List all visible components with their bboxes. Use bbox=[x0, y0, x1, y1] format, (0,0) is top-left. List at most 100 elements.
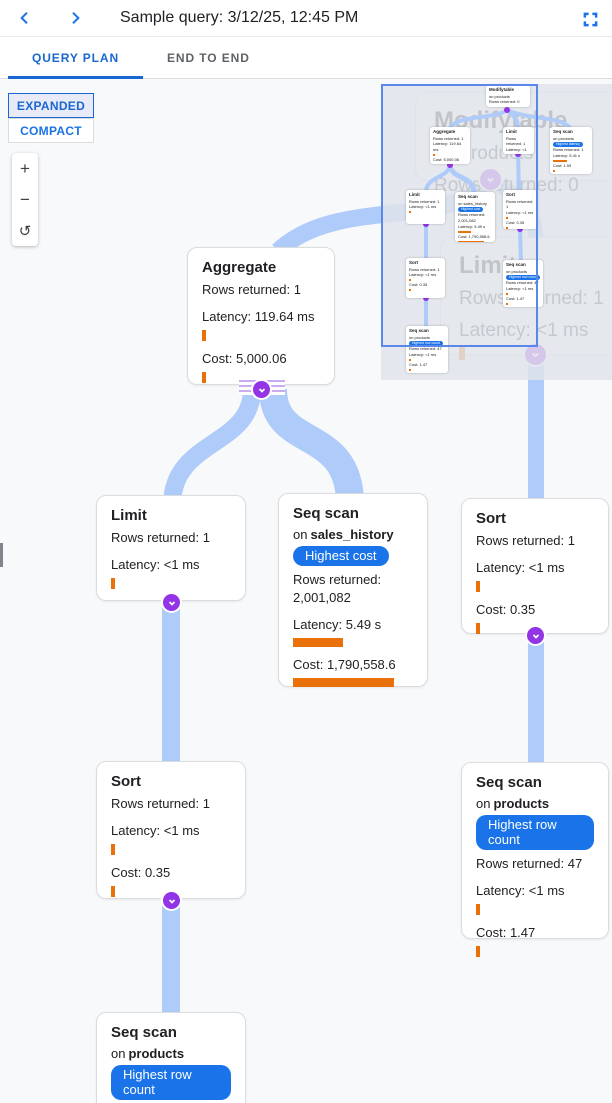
node-latency: Latency: <1 ms bbox=[111, 557, 200, 572]
node-title: Seq scan bbox=[476, 774, 542, 791]
mini-bar bbox=[458, 240, 484, 242]
node-title: Sort bbox=[111, 773, 141, 790]
node-table: sales_history bbox=[310, 527, 394, 542]
node-title: Seq scan bbox=[111, 1024, 177, 1041]
node-rows: Rows returned: 1 bbox=[111, 530, 210, 545]
tab-end-to-end[interactable]: END TO END bbox=[167, 51, 250, 65]
cost-bar bbox=[293, 678, 394, 687]
zoom-in-button[interactable]: + bbox=[20, 158, 30, 178]
mini-bar bbox=[506, 216, 508, 219]
mini-title: Modifytable bbox=[489, 87, 515, 92]
collapse-button-sort-left[interactable] bbox=[161, 890, 182, 911]
mini-bar bbox=[553, 169, 555, 172]
minimap-node-seq-scan-cost: Seq scan on sales_history Highest cost R… bbox=[455, 192, 495, 242]
node-sort-right[interactable]: Sort Rows returned: 1 Latency: <1 ms Cos… bbox=[461, 498, 609, 634]
mini-bar bbox=[458, 230, 471, 233]
collapse-button-limit[interactable] bbox=[161, 592, 182, 613]
mini-bar bbox=[433, 153, 435, 156]
node-rows: Rows returned: 1 bbox=[111, 796, 210, 811]
node-rows: Rows returned: 1 bbox=[476, 533, 575, 548]
chevron-down-icon bbox=[532, 633, 539, 639]
on-prefix: on bbox=[111, 1046, 126, 1061]
header-bar: Sample query: 3/12/25, 12:45 PM bbox=[0, 0, 612, 37]
highest-cost-badge: Highest cost bbox=[293, 546, 389, 566]
mini-line: Rows returned: 2,001,082 bbox=[458, 212, 486, 224]
mini-line: Rows returned: 1 bbox=[409, 266, 440, 272]
mini-title: Seq scan bbox=[506, 262, 526, 267]
minimap-node-limit-center: Limit Rows returned: 1 Latency: <1 ms bbox=[503, 127, 534, 154]
node-title: Seq scan bbox=[293, 505, 359, 522]
expanded-button[interactable]: EXPANDED bbox=[8, 93, 94, 118]
node-sort-left[interactable]: Sort Rows returned: 1 Latency: <1 ms Cos… bbox=[96, 761, 246, 899]
cost-bar bbox=[202, 372, 206, 383]
minimap-node-sort-left: Sort Rows returned: 1 Latency: <1 ms Cos… bbox=[406, 258, 445, 298]
chevron-left-icon bbox=[20, 11, 28, 25]
page-title: Sample query: 3/12/25, 12:45 PM bbox=[120, 9, 359, 26]
reset-view-button[interactable]: ↺ bbox=[18, 222, 32, 240]
mini-line: Cost: 0.35 bbox=[409, 282, 428, 288]
mini-title: Limit bbox=[506, 129, 517, 134]
mini-badge: Highest latency bbox=[553, 142, 583, 148]
node-cost: Cost: 5,000.06 bbox=[202, 351, 287, 366]
zoom-controls: + − ↺ bbox=[12, 153, 38, 246]
cost-bar bbox=[476, 946, 480, 957]
node-table: products bbox=[128, 1046, 185, 1061]
mini-line: Cost: 1,790,558.6 bbox=[458, 233, 490, 239]
minimap-viewport[interactable] bbox=[381, 84, 538, 347]
mini-line: on products bbox=[409, 334, 430, 340]
node-rows: Rows returned: 2,001,082 bbox=[293, 572, 382, 605]
cost-bar bbox=[476, 623, 480, 634]
node-table: products bbox=[493, 796, 550, 811]
mini-title: Aggregate bbox=[433, 129, 456, 134]
mini-line: on products bbox=[553, 135, 574, 141]
node-latency: Latency: <1 ms bbox=[476, 560, 565, 575]
previous-sample-button[interactable] bbox=[8, 3, 42, 33]
mini-bar bbox=[409, 288, 411, 291]
left-scrollbar-thumb[interactable] bbox=[0, 543, 3, 567]
node-cost: Cost: 0.35 bbox=[111, 865, 171, 880]
minimap-node-modifytable: Modifytable on products Rows returned: 0 bbox=[486, 85, 530, 108]
view-mode-toggle: EXPANDED COMPACT bbox=[8, 93, 94, 143]
latency-bar bbox=[476, 904, 480, 915]
mini-title: Seq scan bbox=[458, 194, 478, 199]
node-latency: Latency: 119.64 ms bbox=[202, 309, 315, 324]
node-limit[interactable]: Limit Rows returned: 1 Latency: <1 ms bbox=[96, 495, 246, 601]
minimap[interactable]: Modifytable on products Rows returned: 0… bbox=[381, 84, 612, 380]
minimap-node-aggregate: Aggregate Rows returned: 1 Latency: 119.… bbox=[430, 127, 470, 164]
mini-badge: Highest row count bbox=[409, 341, 444, 347]
collapse-button-aggregate[interactable] bbox=[251, 379, 272, 400]
fullscreen-button[interactable] bbox=[580, 9, 600, 29]
compact-button[interactable]: COMPACT bbox=[8, 118, 94, 143]
mini-line: Latency: <1 ms bbox=[506, 147, 527, 154]
mini-line: Cost: 1.47 bbox=[409, 361, 428, 367]
mini-line: Rows returned: 1 bbox=[506, 135, 526, 147]
zoom-out-button[interactable]: − bbox=[20, 189, 30, 209]
mini-line: Rows returned: 1 bbox=[553, 147, 584, 153]
mini-title: Sort bbox=[409, 260, 418, 265]
node-title: Limit bbox=[111, 507, 147, 524]
mini-line: Rows returned: 47 bbox=[506, 280, 539, 286]
chevron-down-icon bbox=[168, 600, 175, 606]
minimap-node-limit-left: Limit Rows returned: 1 Latency: <1 ms bbox=[406, 190, 445, 224]
node-latency: Latency: <1 ms bbox=[476, 883, 565, 898]
mini-line: on products bbox=[506, 268, 527, 274]
tab-bar: QUERY PLAN END TO END bbox=[0, 37, 612, 79]
chevron-down-icon bbox=[258, 387, 265, 393]
mini-line: on products bbox=[489, 93, 510, 99]
minimap-node-sort-center: Sort Rows returned: 1 Latency: <1 ms Cos… bbox=[503, 190, 537, 229]
mini-bar bbox=[409, 368, 411, 371]
collapse-button-sort-right[interactable] bbox=[525, 625, 546, 646]
mini-bar bbox=[506, 226, 508, 229]
next-sample-button[interactable] bbox=[58, 3, 92, 33]
latency-bar bbox=[293, 638, 343, 647]
node-cost: Cost: 0.35 bbox=[476, 602, 536, 617]
tab-query-plan[interactable]: QUERY PLAN bbox=[8, 37, 144, 79]
query-plan-canvas[interactable]: Modifytable on products Rows returned: 0… bbox=[0, 79, 612, 1103]
mini-bar bbox=[409, 358, 411, 361]
minimap-node-seq-scan-latency: Seq scan on products Highest latency Row… bbox=[550, 127, 592, 174]
node-aggregate[interactable]: Aggregate Rows returned: 1 Latency: 119.… bbox=[187, 247, 335, 385]
latency-bar bbox=[111, 578, 115, 589]
